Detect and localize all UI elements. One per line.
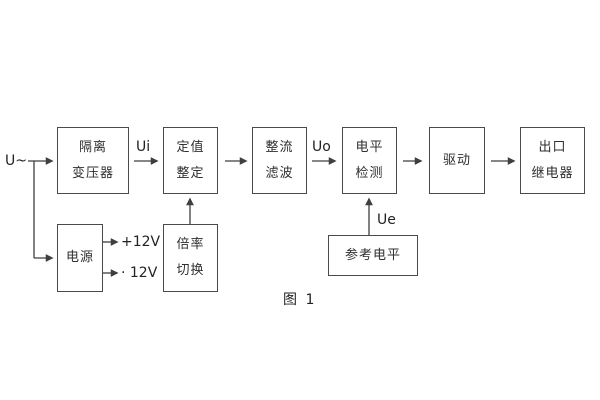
block-label: 倍率	[176, 237, 205, 252]
block-ratio-switch: 倍率 切换	[163, 224, 218, 292]
signal-label-plus12v: +12V	[121, 234, 161, 250]
block-label: 电平	[355, 139, 384, 155]
signal-label-uo: Uo	[312, 139, 331, 155]
block-label: 检测	[355, 165, 384, 181]
block-output-relay: 出口 继电器	[520, 127, 585, 194]
block-level-detector: 电平 检测	[342, 127, 397, 194]
block-label: 整流	[265, 139, 294, 155]
signal-label-ue: Ue	[377, 212, 396, 228]
block-rectifier-filter: 整流 滤波	[252, 127, 307, 194]
block-label: 变压器	[71, 165, 114, 181]
block-reference-level: 参考电平	[328, 235, 418, 276]
block-label: 继电器	[531, 165, 574, 181]
block-isolation-transformer: 隔离 变压器	[57, 127, 129, 194]
signal-label-u-input: U~	[5, 153, 27, 169]
block-driver: 驱动	[429, 127, 485, 194]
signal-label-minus12v: · 12V	[121, 265, 158, 281]
signal-label-ui: Ui	[136, 139, 151, 155]
block-power-supply: 电源	[57, 224, 103, 292]
block-label: 整定	[176, 165, 205, 181]
block-label: 出口	[538, 139, 567, 155]
block-label: 电源	[65, 250, 94, 265]
block-label: 隔离	[78, 139, 107, 155]
block-label: 驱动	[442, 152, 471, 168]
figure-caption: 图 1	[283, 292, 317, 308]
block-label: 切换	[176, 263, 205, 278]
block-label: 参考电平	[344, 247, 401, 263]
block-label: 滤波	[265, 165, 294, 181]
block-setpoint: 定值 整定	[163, 127, 218, 194]
block-label: 定值	[176, 139, 205, 155]
